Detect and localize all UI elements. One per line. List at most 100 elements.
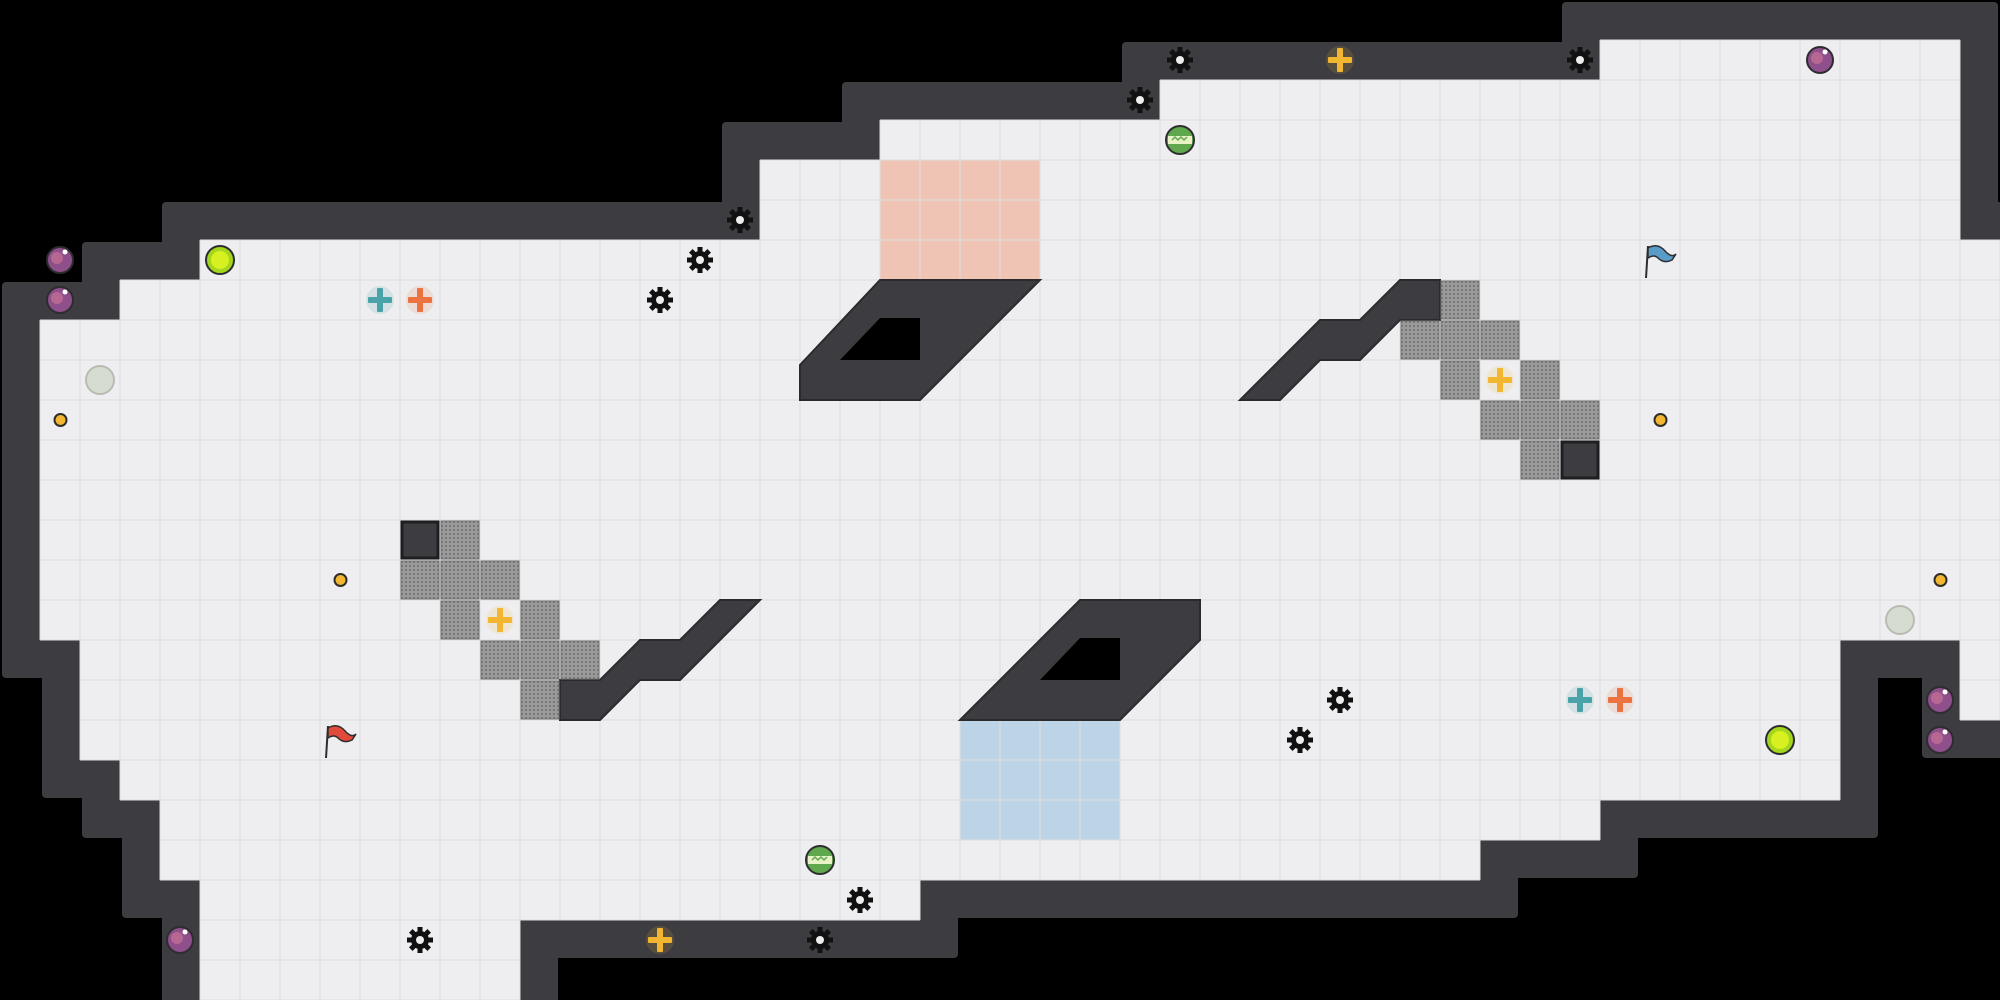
orange-cross-icon	[1606, 686, 1634, 714]
ball-zigzag	[811, 855, 828, 862]
orb-spark	[1942, 729, 1948, 735]
gear-icon	[1167, 47, 1193, 73]
flag-cloth	[1647, 245, 1677, 263]
inner-walls-layer	[559, 279, 1441, 721]
orb-shine	[51, 252, 63, 264]
gear-icon	[847, 887, 873, 913]
gear-hole	[1176, 56, 1184, 64]
gear-tooth	[817, 927, 823, 933]
gear-icon	[1327, 687, 1353, 713]
gear-tooth	[857, 907, 863, 913]
grate-tile	[1440, 320, 1480, 360]
solid-block	[1560, 440, 1600, 480]
yellow-cross-icon	[1486, 366, 1514, 394]
solid-block	[400, 520, 440, 560]
pale-spawn-icon	[85, 365, 115, 395]
grate-tile	[520, 600, 560, 640]
gear-icon	[727, 207, 753, 233]
gold-coin-icon	[333, 573, 348, 587]
ball-zigzag	[1171, 135, 1188, 142]
striped-ball-icon	[1165, 125, 1195, 155]
ball-stripe	[1168, 136, 1192, 144]
grate-tile	[1480, 320, 1520, 360]
gear-tooth	[737, 207, 743, 213]
items-layer	[46, 46, 1954, 954]
gear-tooth	[657, 307, 663, 313]
gold-coin-icon	[1653, 413, 1668, 427]
gear-hole	[1576, 56, 1584, 64]
gear-tooth	[697, 267, 703, 273]
purple-orb-icon	[1926, 726, 1954, 754]
gear-tooth	[1577, 47, 1583, 53]
striped-ball-icon	[805, 845, 835, 875]
orb-shine	[171, 932, 183, 944]
gear-icon	[647, 287, 673, 313]
gear-icon	[1287, 727, 1313, 753]
yellow-cross-icon	[646, 926, 674, 954]
gear-hole	[416, 936, 424, 944]
grate-tile	[1520, 360, 1560, 400]
orb-spark	[62, 289, 68, 295]
grate-tile	[1480, 400, 1520, 440]
gear-hole	[856, 896, 864, 904]
gear-icon	[807, 927, 833, 953]
cross-horizontal	[1568, 697, 1592, 703]
purple-orb-icon	[166, 926, 194, 954]
orb-shine	[1811, 52, 1823, 64]
blue-flag-icon	[1645, 245, 1677, 279]
gear-tooth	[417, 947, 423, 953]
purple-orb-icon	[1926, 686, 1954, 714]
gear-tooth	[1137, 87, 1143, 93]
cross-horizontal	[368, 297, 392, 303]
floor-region	[80, 600, 200, 640]
grate-tile	[520, 680, 560, 720]
lime-ball-icon	[1765, 725, 1795, 755]
inner-wall-hole-lower	[1040, 638, 1120, 680]
cross-horizontal	[408, 297, 432, 303]
gear-icon	[687, 247, 713, 273]
gear-tooth	[1337, 707, 1343, 713]
orange-cross-icon	[406, 286, 434, 314]
gear-hole	[816, 936, 824, 944]
gear-tooth	[1577, 67, 1583, 73]
grate-layer	[400, 280, 1600, 720]
grate-tile	[1520, 440, 1560, 480]
ball-core	[211, 251, 229, 269]
cross-horizontal	[648, 937, 672, 943]
gear-tooth	[817, 947, 823, 953]
gear-tooth	[657, 287, 663, 293]
inner-wall-lower-left	[559, 599, 763, 721]
grate-tile	[1440, 280, 1480, 320]
gear-hole	[736, 216, 744, 224]
orb-spark	[1942, 689, 1948, 695]
cross-horizontal	[1488, 377, 1512, 383]
grate-tile	[560, 640, 600, 680]
purple-orb-icon	[1806, 46, 1834, 74]
orb-spark	[62, 249, 68, 255]
inner-wall-upper-right	[1237, 279, 1441, 401]
gear-hole	[1136, 96, 1144, 104]
purple-orb-icon	[46, 286, 74, 314]
grate-tile	[1560, 400, 1600, 440]
gear-tooth	[1177, 67, 1183, 73]
gear-tooth	[1297, 747, 1303, 753]
gear-tooth	[1137, 107, 1143, 113]
orb-shine	[1931, 692, 1943, 704]
yellow-cross-icon	[486, 606, 514, 634]
orb-spark	[182, 929, 188, 935]
floor-region	[80, 640, 200, 760]
gold-coin-icon	[53, 413, 68, 427]
floor-region	[840, 800, 880, 840]
gear-tooth	[1297, 727, 1303, 733]
gear-hole	[696, 256, 704, 264]
orb-spark	[1822, 49, 1828, 55]
grate-tile	[520, 640, 560, 680]
gear-hole	[1296, 736, 1304, 744]
pale-spawn-icon	[1885, 605, 1915, 635]
grate-tile	[1520, 400, 1560, 440]
gear-icon	[407, 927, 433, 953]
gear-tooth	[697, 247, 703, 253]
grate-tile	[1400, 320, 1440, 360]
